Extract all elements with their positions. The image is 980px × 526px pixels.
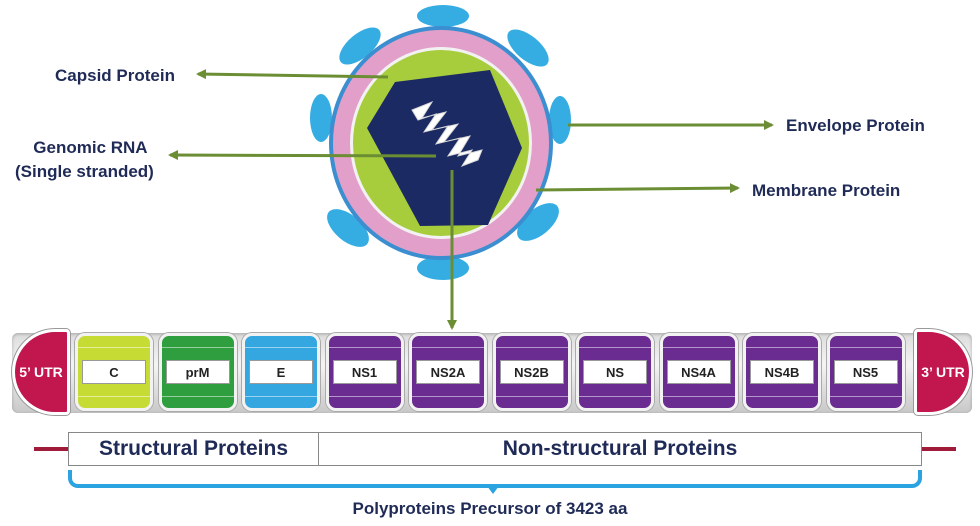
left-stub <box>34 447 70 451</box>
gene-label: NS1 <box>332 360 397 384</box>
spike <box>339 27 381 65</box>
gene-c: C <box>75 333 153 411</box>
genomic-rna-line1: Genomic RNA <box>33 138 148 157</box>
gene-ns: NS <box>576 333 654 411</box>
gene-label: NS4A <box>666 360 731 384</box>
capsid-arrow <box>196 69 389 80</box>
gene-label: NS5 <box>833 360 898 384</box>
structural-proteins-region: Structural Proteins <box>68 432 319 466</box>
spike <box>310 94 332 142</box>
capsid-protein-label: Capsid Protein <box>55 66 175 85</box>
gene-ns4a: NS4A <box>659 333 738 411</box>
gene-ns2b: NS2B <box>492 333 571 411</box>
gene-label: E <box>249 360 313 384</box>
gene-ns4b: NS4B <box>743 333 821 411</box>
utr-5-prime: 5’ UTR <box>12 329 70 415</box>
gene-label: NS <box>583 360 647 384</box>
gene-label: NS2B <box>499 360 564 384</box>
genomic-rna-line2: (Single stranded) <box>15 162 154 181</box>
virion-diagram <box>168 5 774 330</box>
gene-label: NS2A <box>416 360 480 384</box>
gene-prm: prM <box>158 333 237 411</box>
spike <box>517 203 559 241</box>
gene-label: prM <box>165 360 230 384</box>
gene-ns2a: NS2A <box>409 333 487 411</box>
gene-label: NS4B <box>750 360 814 384</box>
membrane-protein-label: Membrane Protein <box>752 181 901 200</box>
gene-ns5: NS5 <box>826 333 905 411</box>
nucleocapsid-core <box>367 70 522 226</box>
membrane-arrow <box>535 183 740 194</box>
polyprotein-precursor-label: Polyproteins Precursor of 3423 aa <box>352 499 628 518</box>
gene-label: C <box>82 360 146 384</box>
envelope-protein-label: Envelope Protein <box>786 116 925 135</box>
spike <box>417 256 469 280</box>
genomic-arrow <box>168 150 437 161</box>
bracket-tip <box>487 486 499 494</box>
genomic-rna-label: Genomic RNA (Single stranded) <box>15 138 154 182</box>
spike <box>549 96 571 144</box>
spike <box>507 29 549 67</box>
genomic-rna-icon <box>411 100 483 167</box>
nonstructural-proteins-region: Non-structural Proteins <box>318 432 922 466</box>
envelope-spikes <box>310 5 571 280</box>
gene-e: E <box>242 333 320 411</box>
right-stub <box>920 447 956 451</box>
spike <box>327 209 369 247</box>
gene-ns1: NS1 <box>325 333 404 411</box>
spike <box>417 5 469 27</box>
